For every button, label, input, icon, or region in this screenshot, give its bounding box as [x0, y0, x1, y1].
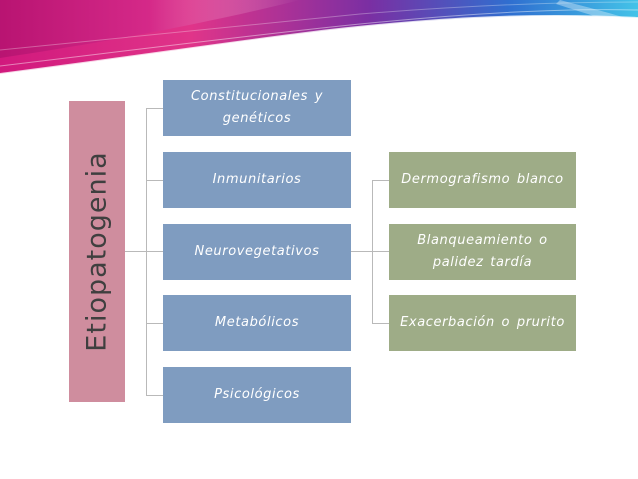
root-node-label: Etiopatogenia: [81, 151, 113, 352]
decorative-header-banner: [0, 0, 638, 75]
effect-node-dermografismo: Dermografismo blanco: [389, 152, 576, 208]
cause-node-neurovegetativos: Neurovegetativos: [163, 224, 351, 280]
cause-node-constitucionales: Constitucionales y genéticos: [163, 80, 351, 136]
effect-node-blanqueamiento: Blanqueamiento o palidez tardía: [389, 224, 576, 280]
cause-node-metabolicos: Metabólicos: [163, 295, 351, 351]
root-node-etiopatogenia: Etiopatogenia: [69, 101, 125, 402]
effect-node-exacerbacion: Exacerbación o prurito: [389, 295, 576, 351]
cause-node-inmunitarios: Inmunitarios: [163, 152, 351, 208]
cause-node-psicologicos: Psicológicos: [163, 367, 351, 423]
